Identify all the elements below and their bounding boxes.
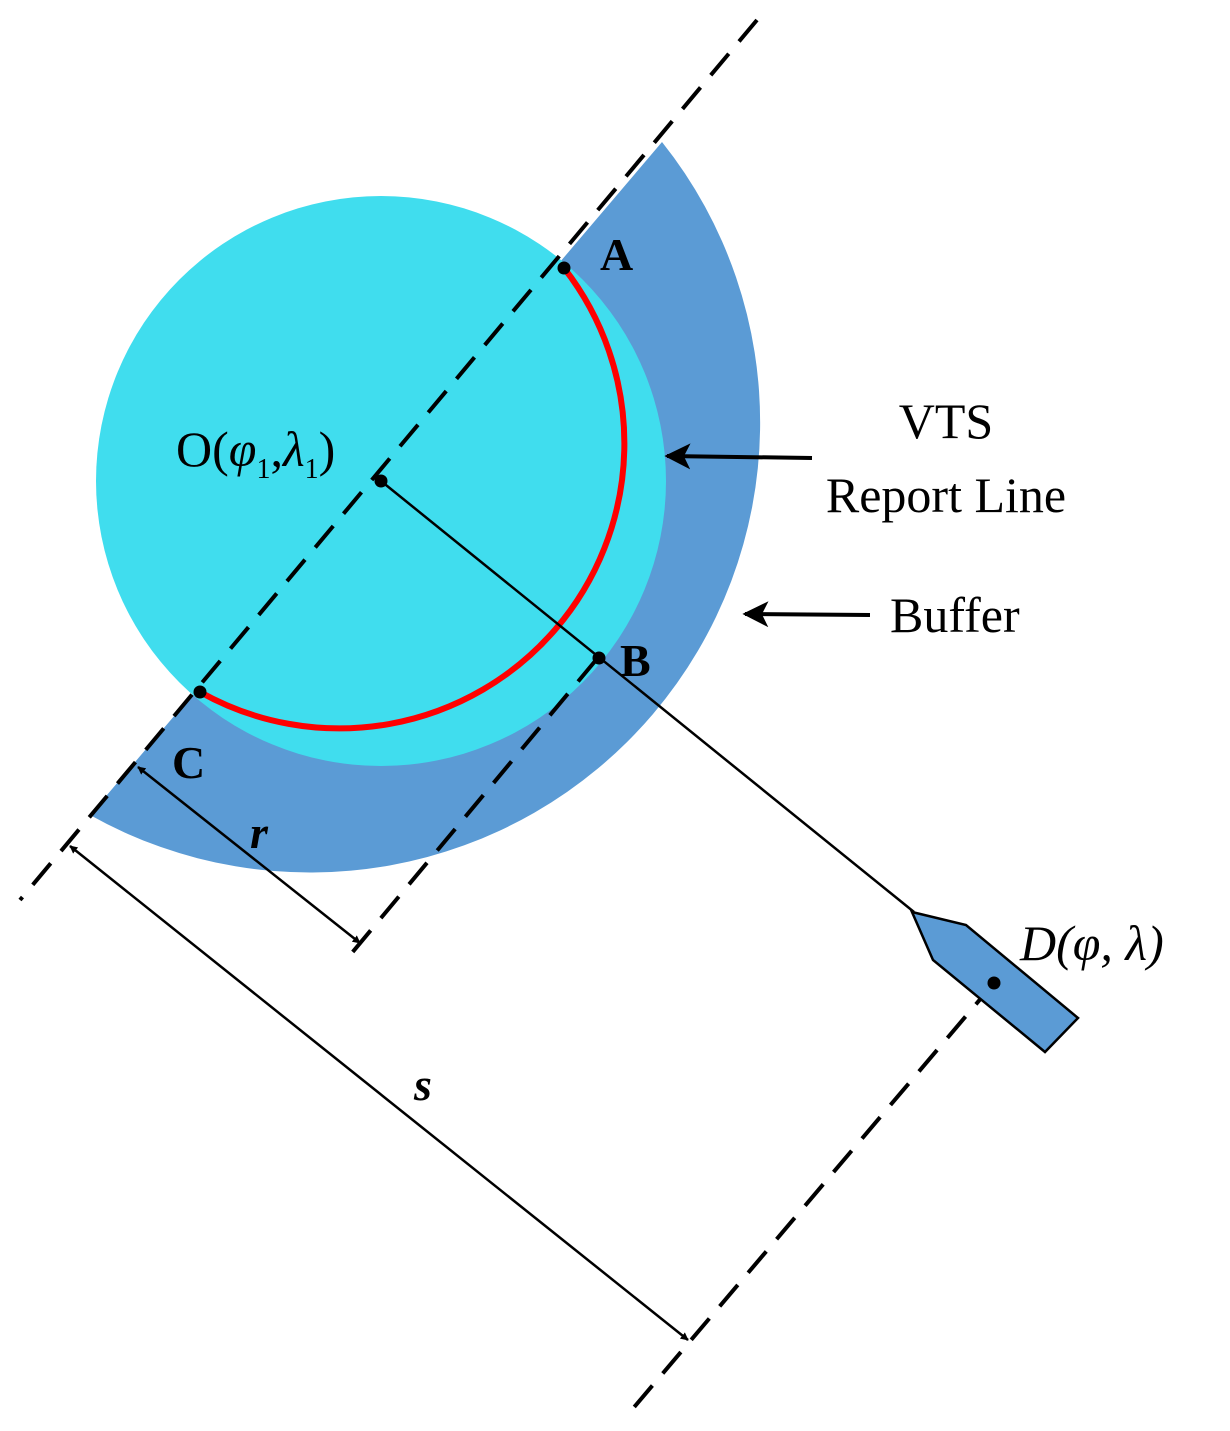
point-a-dot xyxy=(557,261,571,275)
line-o-to-ship xyxy=(380,480,915,913)
label-c: C xyxy=(172,737,205,788)
point-b-dot xyxy=(592,651,606,665)
label-a: A xyxy=(600,229,633,280)
point-c-dot xyxy=(193,685,207,699)
label-report-line: Report Line xyxy=(826,467,1066,523)
label-vts: VTS xyxy=(899,393,993,449)
vts-report-line-arc xyxy=(198,266,628,732)
point-o-dot xyxy=(374,474,388,488)
label-dim-r: r xyxy=(250,807,269,858)
dashed-line-aoc xyxy=(18,18,759,902)
label-dim-s: s xyxy=(413,1059,432,1110)
dashed-line-d xyxy=(628,981,996,1414)
buffer-pointer-arrow xyxy=(742,601,871,628)
label-center-o: O(φ1,λ1) xyxy=(176,421,335,485)
dimension-line-s xyxy=(69,845,689,1341)
label-ship-d: D(φ, λ) xyxy=(1019,915,1164,971)
point-d-dot xyxy=(987,976,1001,990)
report-line-pointer-arrow xyxy=(664,443,813,470)
label-b: B xyxy=(620,635,651,686)
label-buffer: Buffer xyxy=(890,587,1020,643)
